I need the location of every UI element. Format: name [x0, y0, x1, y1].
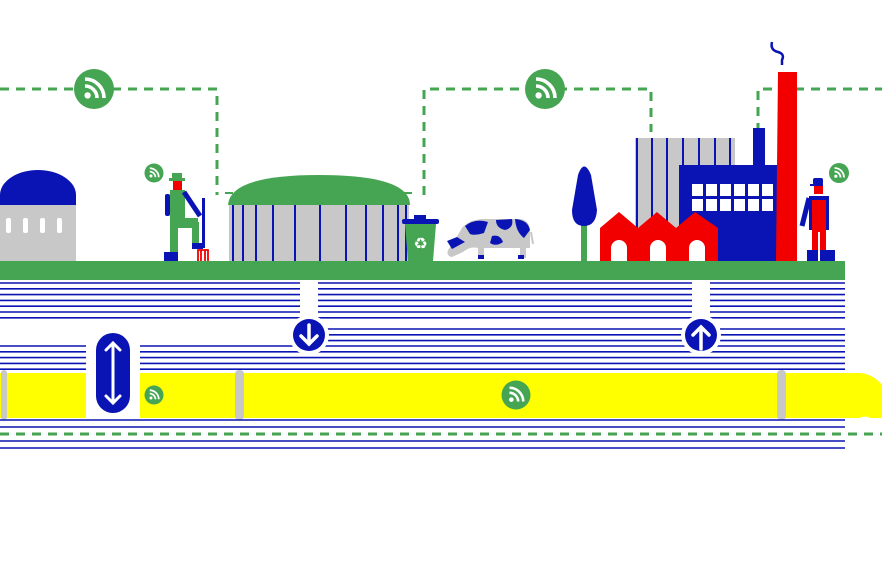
wifi-signal-icon: [500, 379, 532, 411]
yellow-pipeline: [0, 370, 882, 420]
wifi-signal-icon: [523, 67, 567, 111]
tree-icon: [572, 166, 597, 261]
biogas-dome-icon: [0, 170, 76, 261]
window: [720, 184, 731, 196]
window: [692, 199, 703, 211]
digester-tank-icon: [225, 175, 412, 261]
wifi-signal-icon: [72, 67, 116, 111]
window: [692, 184, 703, 196]
farmer-icon: [164, 173, 209, 261]
recycle-icon: ♻: [413, 234, 427, 253]
window: [706, 184, 717, 196]
window: [748, 199, 759, 211]
window: [748, 184, 759, 196]
network-lines: [0, 87, 882, 195]
ground: [0, 261, 845, 280]
window: [720, 199, 731, 211]
window: [734, 199, 745, 211]
factory-icon: [600, 41, 797, 261]
worker-icon: [799, 178, 835, 261]
bottom-lines: [0, 419, 882, 449]
wifi-signal-icon: [143, 162, 165, 184]
wifi-signal-icon: [143, 384, 165, 406]
arrow-updown-icon: [86, 333, 140, 418]
cow-icon: [447, 218, 534, 259]
recycle-bin-icon: ♻: [402, 215, 439, 261]
arrow-down-icon: [289, 280, 329, 355]
window: [762, 199, 773, 211]
window: [762, 184, 773, 196]
window: [734, 184, 745, 196]
arrow-up-icon: [681, 280, 721, 355]
wifi-signal-icon: [828, 162, 850, 184]
window: [706, 199, 717, 211]
